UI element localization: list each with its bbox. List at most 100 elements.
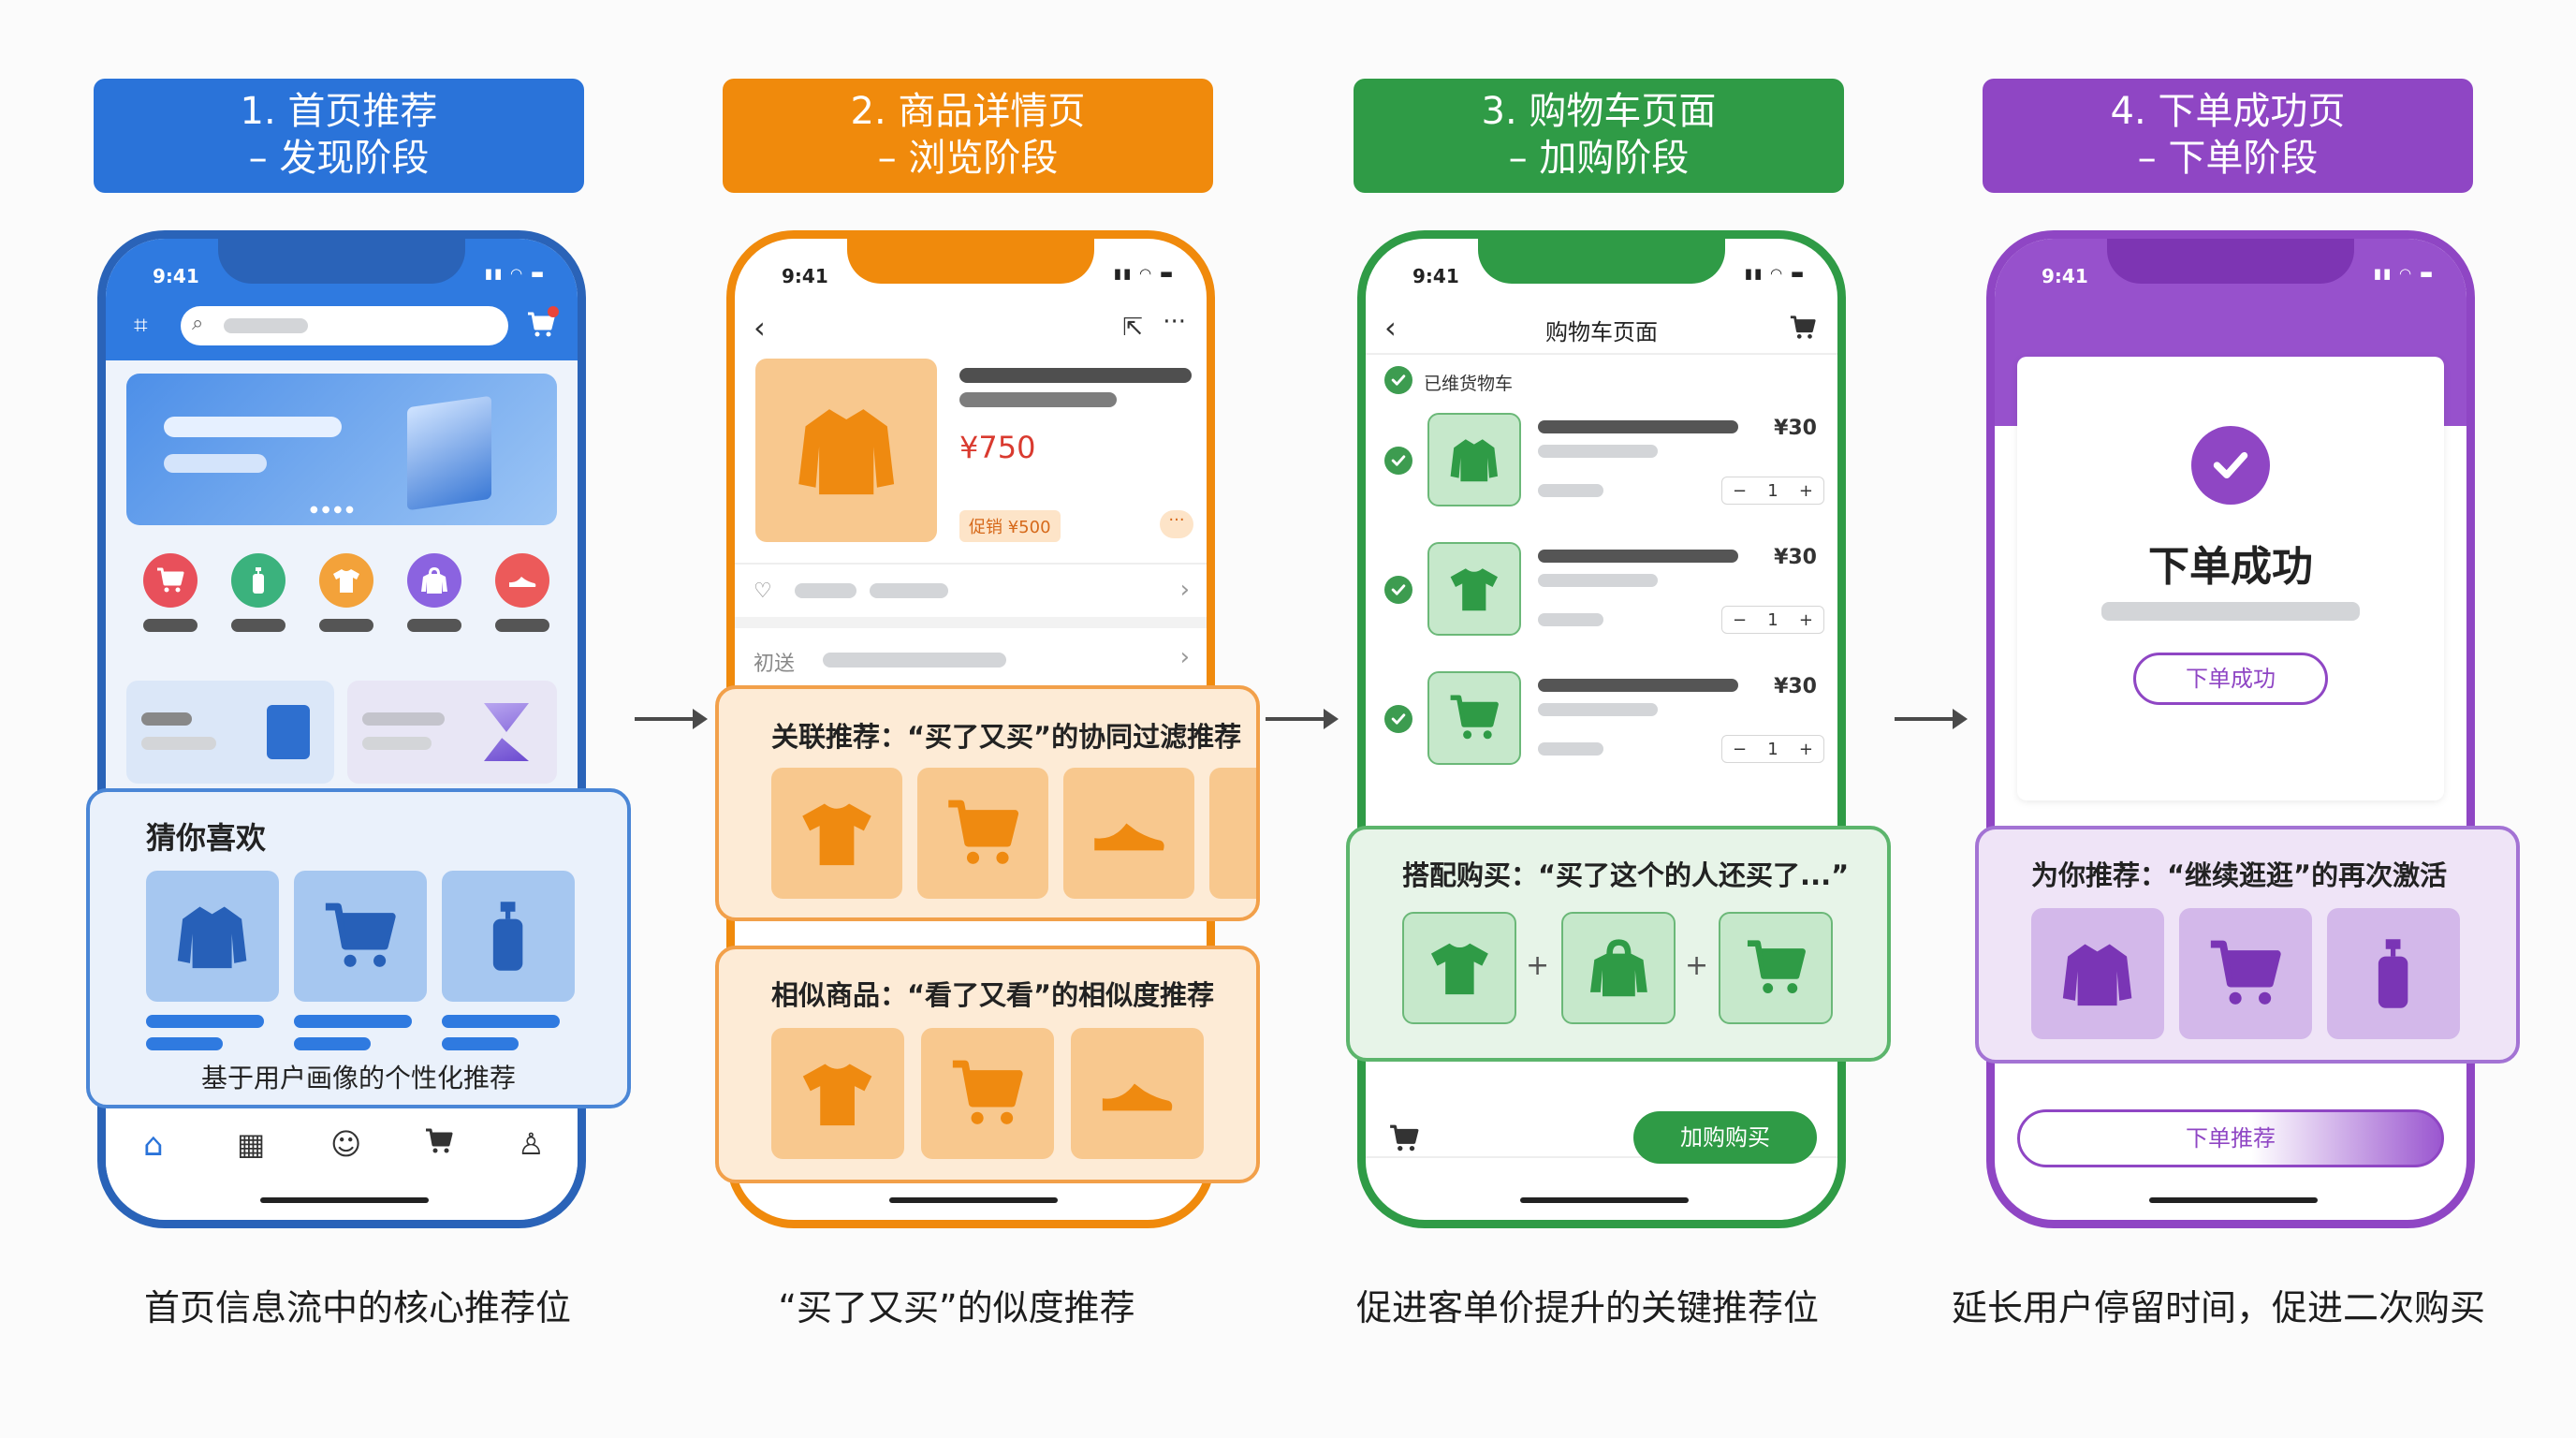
coupon-badge[interactable]: 促销 ¥500 <box>959 510 1061 542</box>
jacket-icon[interactable] <box>1427 413 1521 506</box>
cart-icon[interactable] <box>1388 1123 1420 1154</box>
cart-icon[interactable] <box>1719 912 1833 1024</box>
recommend-card-continue[interactable]: 为你推荐：“继续逛逛”的再次激活 <box>1975 826 2520 1064</box>
search-placeholder <box>224 318 308 333</box>
stage-2-title: 2. 商品详情页 <box>850 90 1086 133</box>
quantity-value: 1 <box>1767 480 1778 501</box>
stage-1-subtitle: – 发现阶段 <box>248 137 430 180</box>
cart-icon[interactable] <box>2179 908 2312 1039</box>
plus-icon[interactable]: + <box>1798 480 1813 501</box>
category-label-4 <box>407 619 461 632</box>
tshirt-icon[interactable] <box>771 768 902 899</box>
stage-3-title: 3. 购物车页面 <box>1481 90 1717 133</box>
stage-4-title: 4. 下单成功页 <box>2110 90 2346 133</box>
tshirt-icon[interactable] <box>1402 912 1516 1024</box>
category-label-5 <box>495 619 549 632</box>
item-name-bar <box>1538 420 1738 433</box>
shoe-icon[interactable] <box>1063 768 1194 899</box>
select-all-label: 已维货物车 <box>1424 374 1514 394</box>
back-icon[interactable]: ‹ <box>1384 310 1397 345</box>
quantity-stepper[interactable]: −1 + <box>1721 735 1824 763</box>
item-checkbox[interactable] <box>1384 576 1412 604</box>
chevron-right-icon[interactable]: › <box>1179 643 1190 671</box>
cart-icon[interactable] <box>1789 314 1817 342</box>
product-image[interactable] <box>755 359 937 542</box>
banner[interactable]: ●●●● <box>126 374 557 525</box>
category-image-icon[interactable] <box>231 553 285 608</box>
quantity-stepper[interactable]: −1 + <box>1721 477 1824 505</box>
home-icon[interactable]: ⌂ <box>143 1126 164 1164</box>
recommend-card-bought-also[interactable]: 关联推荐：“买了又买”的协同过滤推荐 <box>715 685 1260 921</box>
phone-notch <box>1478 239 1725 284</box>
item-checkbox[interactable] <box>1384 447 1412 475</box>
scan-icon[interactable]: ⌗ <box>134 312 148 340</box>
back-icon[interactable]: ‹ <box>754 310 766 345</box>
cart-icon[interactable] <box>921 1028 1054 1159</box>
cart-icon[interactable] <box>1427 671 1521 765</box>
minus-icon[interactable]: − <box>1733 739 1748 759</box>
quantity-value: 1 <box>1767 739 1778 759</box>
jacket-icon[interactable] <box>2031 908 2164 1039</box>
phone-notch <box>218 239 465 284</box>
flow-arrow <box>1895 709 1968 729</box>
stage-3-caption: 促进客单价提升的关键推荐位 <box>1355 1287 1819 1328</box>
product-icon <box>267 705 310 759</box>
stage-4-header: 4. 下单成功页 – 下单阶段 <box>1983 79 2473 193</box>
bottle-icon[interactable] <box>442 871 575 1002</box>
jacket-icon[interactable] <box>146 871 279 1002</box>
status-icons: ▮▮ ◠ ▬ <box>1744 265 1806 282</box>
category-label-3 <box>319 619 373 632</box>
product-price: ¥750 <box>959 430 1036 465</box>
category-grid-icon[interactable] <box>407 553 461 608</box>
chevron-right-icon[interactable]: › <box>1179 576 1190 604</box>
more-icon[interactable]: ··· <box>1160 510 1193 538</box>
status-time: 9:41 <box>782 265 828 287</box>
category-card-icon[interactable] <box>495 553 549 608</box>
check-circle-icon <box>2191 426 2270 505</box>
status-time: 9:41 <box>2042 265 2088 287</box>
recommend-card-bundle[interactable]: 搭配购买：“买了这个的人还买了...” + + <box>1346 826 1891 1062</box>
cart-icon[interactable] <box>424 1126 461 1164</box>
cart-icon[interactable] <box>525 306 559 340</box>
recommend-card-guess[interactable]: 猜你喜欢 基于用户画像的个性化推荐 <box>86 788 631 1108</box>
category-label-1 <box>143 619 198 632</box>
chat-icon[interactable]: ☺ <box>330 1126 362 1162</box>
item-price-bar <box>442 1037 519 1050</box>
cart-icon[interactable] <box>917 768 1048 899</box>
promo-card-2[interactable] <box>347 681 557 784</box>
more-icon[interactable]: ··· <box>1163 308 1186 336</box>
stage-2-subtitle: – 浏览阶段 <box>877 137 1059 180</box>
plus-icon[interactable]: + <box>1798 609 1813 630</box>
tshirt-icon[interactable] <box>771 1028 904 1159</box>
select-all-checkbox[interactable] <box>1384 366 1412 394</box>
recommend-card-similar[interactable]: 相似商品：“看了又看”的相似度推荐 <box>715 946 1260 1183</box>
user-icon[interactable]: ♙ <box>518 1126 545 1162</box>
minus-icon[interactable]: − <box>1733 480 1748 501</box>
grid-icon[interactable]: ▦ <box>237 1126 266 1162</box>
quantity-stepper[interactable]: −1+ <box>1721 606 1824 634</box>
share-icon[interactable]: ⇱ <box>1122 314 1143 342</box>
category-gift-icon[interactable] <box>319 553 373 608</box>
item-spec-bar <box>1538 445 1658 458</box>
tshirt-icon[interactable] <box>1427 542 1521 636</box>
phone-notch <box>2107 239 2354 284</box>
plus-sign: + <box>1526 949 1550 982</box>
buy-button[interactable]: 加购购买 <box>1633 1111 1817 1164</box>
bottom-recommend-button[interactable]: 下单推荐 <box>2017 1109 2444 1167</box>
promo-card-1[interactable] <box>126 681 334 784</box>
success-button[interactable]: 下单成功 <box>2133 653 2328 705</box>
status-icons: ▮▮ ◠ ▬ <box>1113 265 1175 282</box>
home-indicator <box>260 1197 429 1203</box>
minus-icon[interactable]: − <box>1733 609 1748 630</box>
item-checkbox[interactable] <box>1384 705 1412 733</box>
search-input[interactable]: ⌕ <box>181 306 508 345</box>
item-name-bar <box>442 1015 560 1028</box>
more-tile[interactable] <box>1209 768 1256 899</box>
hoodie-icon[interactable] <box>1561 912 1676 1024</box>
plus-icon[interactable]: + <box>1798 739 1813 759</box>
category-cart-icon[interactable] <box>143 553 198 608</box>
cart-icon[interactable] <box>294 871 427 1002</box>
bottle-icon[interactable] <box>2327 908 2460 1039</box>
shoe-icon[interactable] <box>1071 1028 1204 1159</box>
